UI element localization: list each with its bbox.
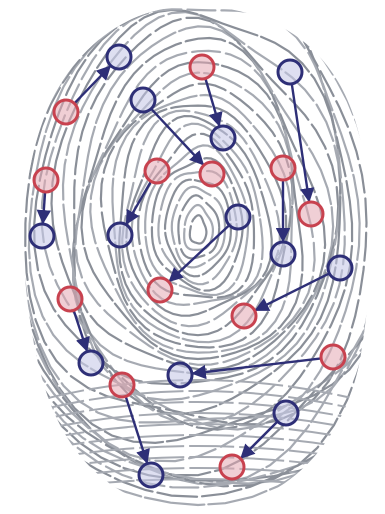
blue-minutia-marker — [328, 256, 352, 280]
red-minutia-marker — [34, 168, 58, 192]
blue-minutia-marker — [30, 224, 54, 248]
blue-minutia-marker — [226, 205, 250, 229]
red-minutia-marker — [54, 100, 78, 124]
ridge-line — [76, 51, 315, 365]
blue-minutia-marker — [139, 463, 163, 487]
blue-minutia-marker — [108, 223, 132, 247]
blue-minutia-marker — [107, 45, 131, 69]
blue-minutia-marker — [274, 401, 298, 425]
blue-minutia-marker — [211, 126, 235, 150]
red-minutia-marker — [110, 373, 134, 397]
red-minutia-marker — [148, 278, 172, 302]
ridge-line — [190, 215, 207, 243]
red-minutia-marker — [220, 455, 244, 479]
blue-minutia-marker — [79, 351, 103, 375]
red-minutia-marker — [145, 159, 169, 183]
red-minutia-marker — [271, 156, 295, 180]
blue-minutia-marker — [131, 88, 155, 112]
ridge-line — [165, 180, 231, 277]
blue-minutia-marker — [168, 363, 192, 387]
red-minutia-marker — [58, 287, 82, 311]
ridge-line — [73, 38, 325, 370]
blue-minutia-marker — [278, 60, 302, 84]
red-minutia-marker — [321, 345, 345, 369]
red-minutia-marker — [299, 202, 323, 226]
red-minutia-marker — [190, 55, 214, 79]
blue-minutia-marker — [271, 242, 295, 266]
red-minutia-marker — [200, 162, 224, 186]
red-minutia-marker — [232, 304, 256, 328]
